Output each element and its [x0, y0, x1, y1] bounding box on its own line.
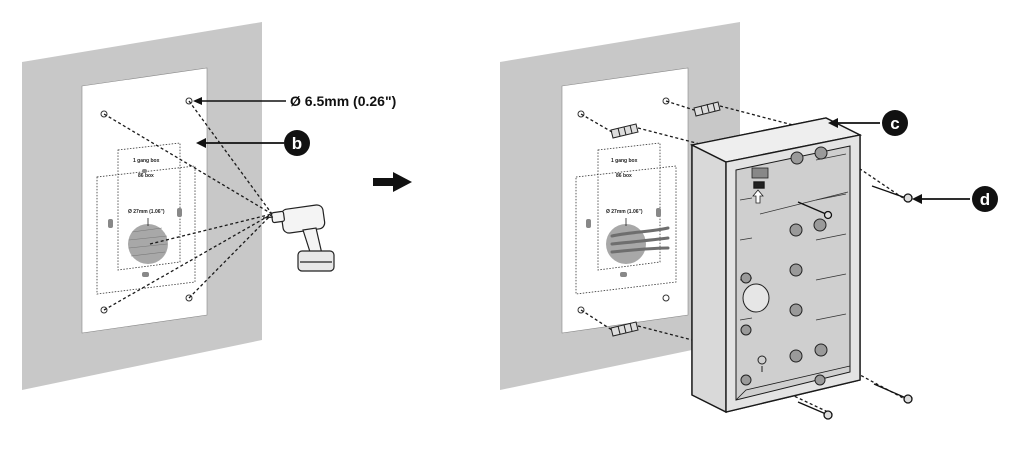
- screw-hole-right-br: [662, 294, 670, 302]
- drill-guide-lines: [103, 100, 273, 311]
- drill-icon: [262, 204, 335, 272]
- gang-box-label-right: 1 gang box: [611, 158, 638, 164]
- callout-b: b: [196, 130, 310, 156]
- step-1-drilling: 1 gang box 86 box Ø 27mm (1.06"): [22, 22, 396, 390]
- gang-box-outline-left: [117, 142, 181, 271]
- slot-left-2: [177, 208, 182, 217]
- step-2-mounting: 1 gang box 86 box Ø 27mm (1.06"): [500, 22, 998, 420]
- slot-left-1: [108, 219, 113, 228]
- gang-box-label-left: 1 gang box: [133, 158, 160, 164]
- wall-plug-icon-3: [610, 321, 639, 337]
- slot-right-1: [586, 219, 591, 228]
- box-label-left: 86 box: [138, 173, 154, 179]
- slot-right-2: [656, 208, 661, 217]
- callout-d-label: d: [980, 190, 990, 209]
- back-box-icon: [689, 117, 863, 414]
- screw-icon-1: [871, 185, 913, 203]
- gang-box-outline-right: [597, 142, 661, 271]
- box-outline-left: [96, 165, 196, 295]
- wall-plug-icon-2: [693, 101, 721, 117]
- slot-left-4: [142, 272, 149, 277]
- wall-plug-icon-1: [610, 123, 639, 139]
- drill-size-label: Ø 6.5mm (0.26"): [290, 93, 396, 109]
- callout-d: d: [912, 186, 998, 212]
- drill-size-annotation: Ø 6.5mm (0.26"): [193, 93, 396, 109]
- cable-hole-left: [128, 218, 168, 264]
- box-label-right: 86 box: [616, 173, 632, 179]
- hole-label-left: Ø 27mm (1.06"): [128, 209, 165, 215]
- cable-hole-right: [606, 218, 670, 264]
- callout-c: c: [828, 110, 908, 136]
- screw-icon-2: [873, 383, 913, 404]
- hole-label-right: Ø 27mm (1.06"): [606, 209, 643, 215]
- callout-c-label: c: [890, 114, 899, 133]
- callout-b-label: b: [292, 134, 302, 153]
- template-paper-left: [81, 67, 208, 334]
- slot-left-3: [142, 169, 147, 173]
- box-outline-right: [575, 165, 677, 295]
- step-arrow-icon: [373, 172, 412, 192]
- slot-right-3: [620, 272, 627, 277]
- template-paper-right: [561, 67, 689, 334]
- screw-icon-4: [797, 201, 833, 220]
- screw-icon-3: [797, 401, 833, 420]
